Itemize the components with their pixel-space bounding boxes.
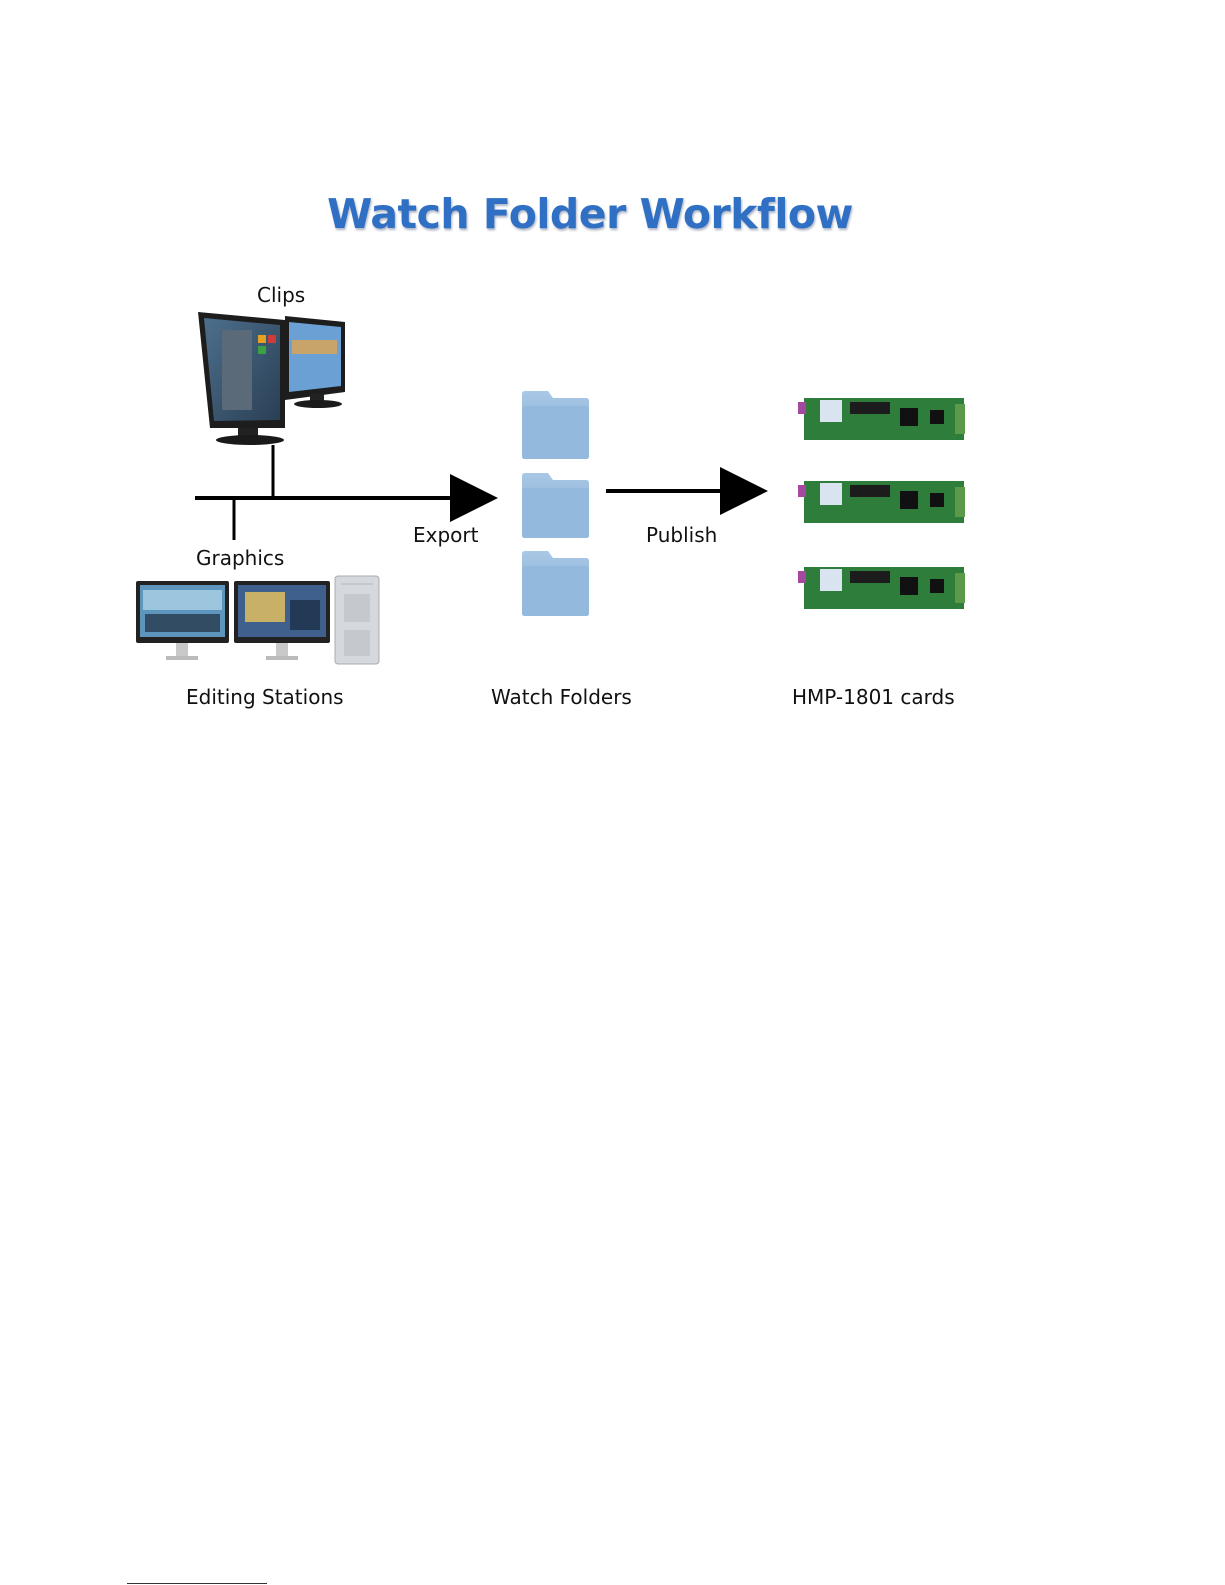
clips-label: Clips bbox=[257, 283, 305, 307]
export-label: Export bbox=[413, 523, 478, 547]
graphics-label: Graphics bbox=[196, 546, 284, 570]
footnote-separator bbox=[127, 1583, 267, 1584]
publish-label: Publish bbox=[646, 523, 717, 547]
video-card-icon bbox=[798, 567, 965, 609]
cards-label: HMP-1801 cards bbox=[792, 685, 955, 709]
folder-icon bbox=[522, 473, 589, 538]
editing-stations-label: Editing Stations bbox=[186, 685, 344, 709]
folder-icon bbox=[522, 391, 589, 459]
dual-monitor-icon bbox=[198, 312, 345, 445]
video-card-icon bbox=[798, 481, 965, 523]
folder-icon bbox=[522, 551, 589, 616]
video-card-icon bbox=[798, 398, 965, 440]
watch-folders-label: Watch Folders bbox=[491, 685, 632, 709]
imac-workstation-icon bbox=[136, 576, 379, 664]
